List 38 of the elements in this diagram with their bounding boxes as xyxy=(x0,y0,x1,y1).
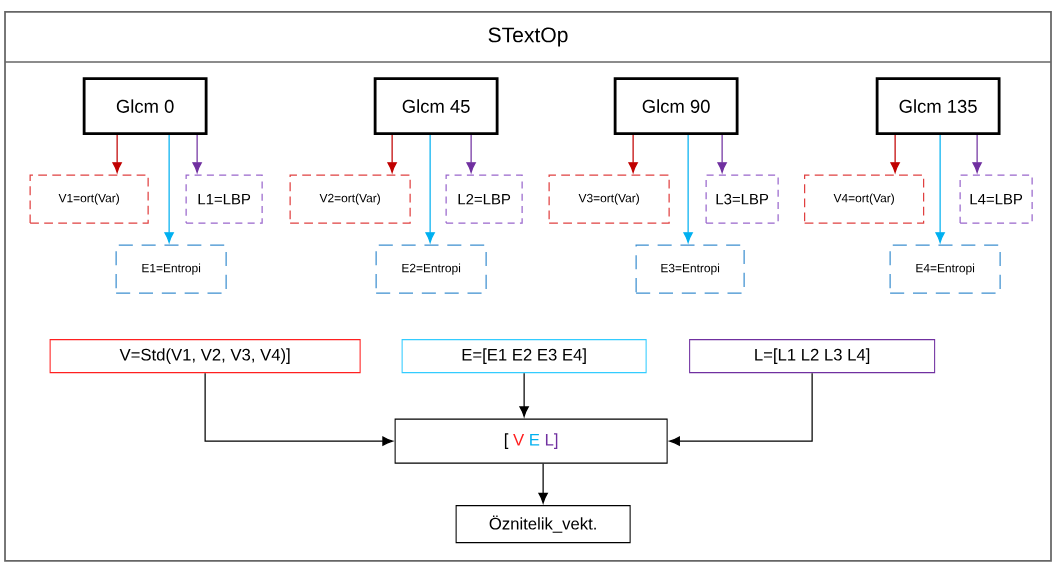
dashed-box: L3=LBP xyxy=(705,174,779,224)
dashed-box: E3=Entropi xyxy=(635,244,745,294)
arrow xyxy=(164,134,174,243)
formula-box: V=Std(V1, V2, V3, V4)] xyxy=(49,339,361,374)
process-box: Glcm 90 xyxy=(613,77,739,136)
dashed-box: E2=Entropi xyxy=(375,244,487,294)
arrow xyxy=(425,134,435,243)
dashed-box: V3=ort(Var) xyxy=(548,174,670,224)
dashed-box: L4=LBP xyxy=(959,174,1033,224)
process-box: Glcm 135 xyxy=(875,77,1001,136)
arrow xyxy=(717,134,727,173)
arrow xyxy=(112,134,122,173)
process-box: Glcm 45 xyxy=(373,77,499,136)
formula-box: L=[L1 L2 L3 L4] xyxy=(689,339,936,374)
process-box: [ V E L] xyxy=(394,418,668,464)
arrow xyxy=(466,134,476,173)
arrow xyxy=(519,372,529,417)
arrow xyxy=(628,134,638,173)
dashed-box: V1=ort(Var) xyxy=(29,174,149,224)
arrow xyxy=(669,372,813,446)
process-box: Glcm 0 xyxy=(82,77,208,136)
dashed-box: E1=Entropi xyxy=(115,244,227,294)
dashed-box: E4=Entropi xyxy=(889,244,1001,294)
arrow xyxy=(192,134,202,173)
arrow xyxy=(538,463,548,504)
arrow xyxy=(972,134,982,173)
panel-title: STextOp xyxy=(488,27,568,47)
process-box: Öznitelik_vekt. xyxy=(455,505,631,544)
arrow xyxy=(935,134,945,243)
arrow xyxy=(683,134,693,243)
dashed-box: L2=LBP xyxy=(445,174,523,224)
dashed-box: V4=ort(Var) xyxy=(804,174,925,224)
arrow xyxy=(890,134,900,173)
arrow xyxy=(204,372,393,446)
formula-box: E=[E1 E2 E3 E4] xyxy=(401,339,647,374)
dashed-box: L1=LBP xyxy=(185,174,263,224)
dashed-box: V2=ort(Var) xyxy=(289,174,411,224)
arrow xyxy=(387,134,397,173)
